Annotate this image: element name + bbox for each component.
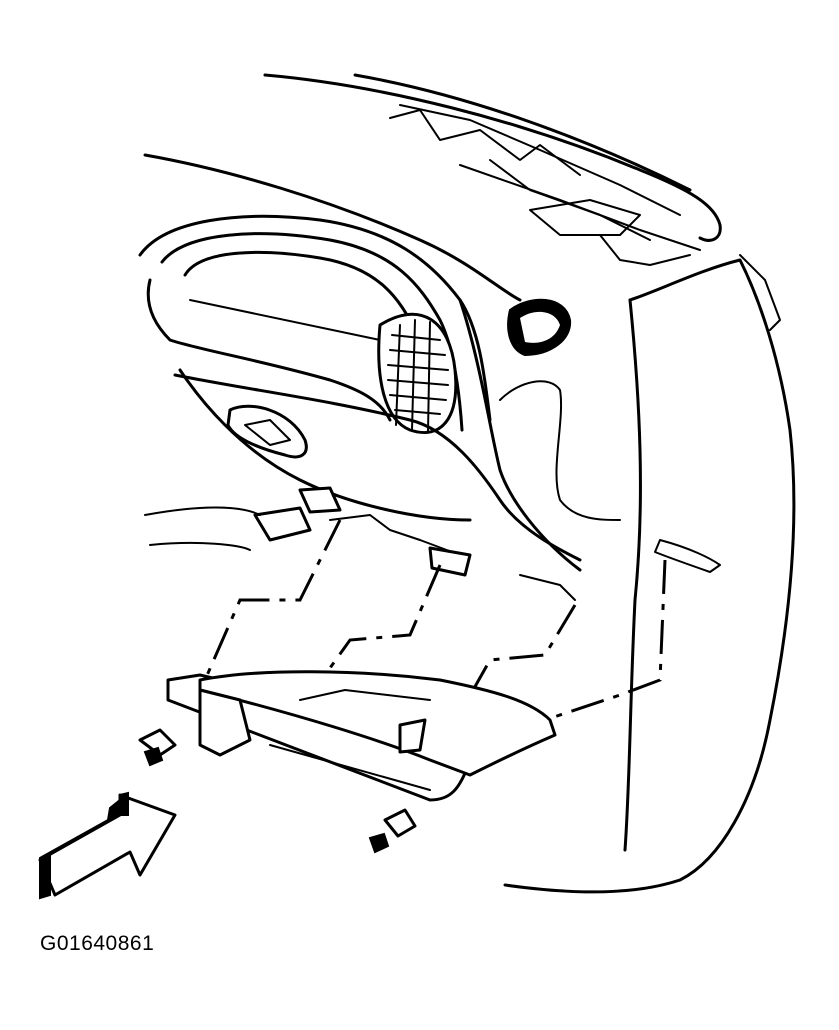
air-vent-right — [377, 312, 458, 434]
air-vent-end — [507, 298, 572, 357]
removed-panel — [166, 670, 557, 802]
figure-id-label: G01640861 — [40, 932, 155, 955]
dash-top-edge — [263, 73, 722, 266]
screw-right — [368, 808, 417, 854]
dash-body — [138, 153, 522, 432]
dash-end-cap — [503, 254, 796, 894]
screw-left — [138, 728, 177, 767]
view-direction-arrow — [38, 791, 177, 900]
hinge-brackets — [144, 486, 576, 601]
knee-bolster — [173, 298, 621, 572]
alignment-lines — [203, 519, 667, 741]
